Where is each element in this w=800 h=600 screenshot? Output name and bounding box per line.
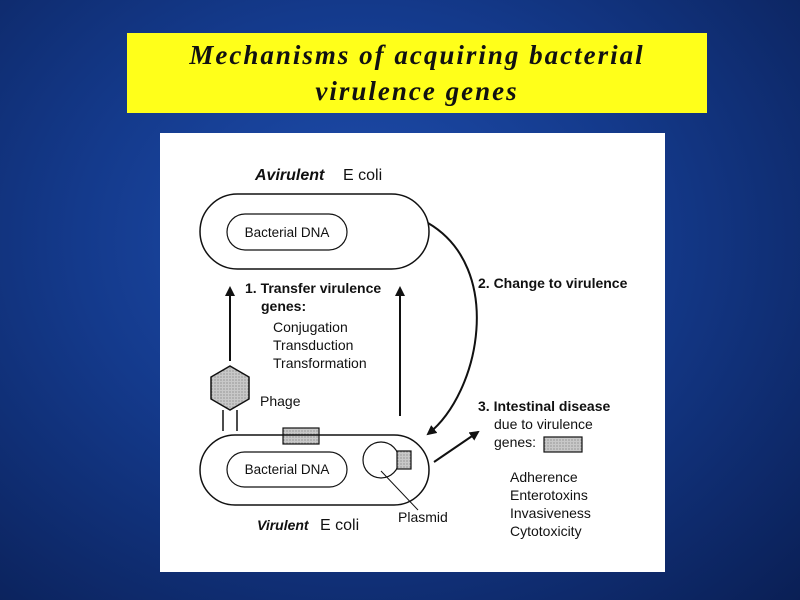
diagram-panel: Avirulent E coli Bacterial DNA 1. Transf…	[160, 133, 665, 572]
top-bacterial-dna-label: Bacterial DNA	[245, 225, 330, 240]
top-bacterial-dna	[226, 213, 348, 251]
plasmid-circle	[362, 441, 400, 479]
virulent-label: Virulent	[257, 517, 310, 533]
title-line-2: virulence genes	[315, 76, 519, 106]
virulent-cell	[199, 434, 430, 506]
step3-heading: 3. Intestinal disease	[478, 398, 610, 414]
bottom-bacterial-dna	[226, 451, 348, 488]
virulence-gene-block	[282, 427, 320, 445]
step3-heading-cont2: genes:	[494, 434, 536, 450]
step3-heading-cont1: due to virulence	[494, 416, 593, 432]
change-to-virulence-arrow	[426, 222, 478, 436]
plasmid-gene-block	[396, 450, 412, 470]
step3-item-enterotoxins: Enterotoxins	[510, 487, 588, 503]
plasmid-label: Plasmid	[398, 509, 448, 525]
virulence-gene-legend-swatch	[543, 436, 583, 453]
avirulent-species-label: E coli	[343, 167, 382, 184]
bottom-bacterial-dna-label: Bacterial DNA	[245, 462, 330, 477]
title-line-1: Mechanisms of acquiring bacterial	[189, 40, 645, 70]
step1-heading-cont: genes:	[261, 298, 306, 314]
step3-item-cytotoxicity: Cytotoxicity	[510, 523, 582, 539]
step3-item-adherence: Adherence	[510, 469, 578, 485]
plasmid-pointer-line	[380, 470, 419, 511]
phage-head-icon	[210, 365, 250, 411]
phage-label: Phage	[260, 393, 301, 409]
step3-item-invasiveness: Invasiveness	[510, 505, 591, 521]
step1-item-conjugation: Conjugation	[273, 319, 348, 335]
step1-item-transduction: Transduction	[273, 337, 353, 353]
step2-label: 2. Change to virulence	[478, 275, 628, 291]
step1-item-transformation: Transformation	[273, 355, 367, 371]
avirulent-cell	[199, 193, 430, 270]
avirulent-label: Avirulent	[254, 167, 325, 184]
step1-heading: 1. Transfer virulence	[245, 280, 381, 296]
diagram-svg: Avirulent E coli Bacterial DNA 1. Transf…	[199, 167, 628, 539]
title-banner: Mechanisms of acquiring bacterial virule…	[127, 33, 707, 113]
disease-arrow	[433, 430, 480, 463]
virulent-species-label: E coli	[320, 517, 359, 534]
